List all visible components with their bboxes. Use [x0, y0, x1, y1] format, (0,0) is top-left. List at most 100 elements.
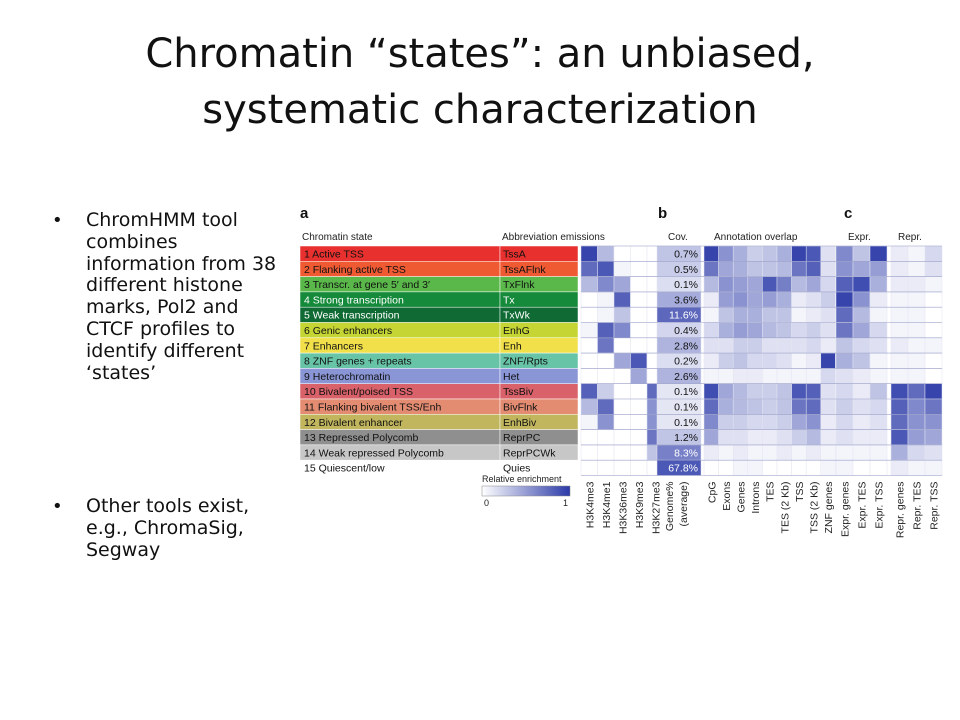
column-label: Introns — [750, 482, 762, 514]
annotation-cell — [703, 444, 719, 461]
emission-cell — [613, 291, 631, 308]
expr-cell — [835, 459, 854, 476]
emission-cell — [597, 352, 615, 369]
expr-cell — [852, 245, 871, 262]
repr-cell — [924, 352, 943, 369]
column-label: Repr. genes — [895, 482, 907, 539]
annotation-cell — [776, 429, 792, 446]
annotation-cell — [747, 291, 763, 308]
expr-cell — [835, 322, 854, 339]
repr-cell — [924, 261, 943, 277]
column-label: Repr. TSS — [929, 482, 941, 530]
emission-cell — [630, 306, 648, 323]
annotation-cell — [776, 245, 792, 262]
annotation-cell — [732, 414, 749, 430]
repr-cell — [890, 459, 909, 476]
state-label: 1 Active TSS — [304, 249, 364, 261]
annotation-cell — [703, 276, 719, 293]
expr-cell — [852, 414, 871, 430]
expr-cell — [869, 245, 888, 262]
state-label: 3 Transcr. at gene 5′ and 3′ — [304, 279, 430, 291]
emission-cell — [597, 337, 615, 354]
annotation-cell — [791, 368, 807, 384]
panel-label: a — [300, 205, 309, 222]
column-label: Genome% — [664, 482, 676, 532]
expr-cell — [835, 261, 854, 277]
repr-cell — [924, 337, 943, 354]
header-expr: Expr. — [848, 232, 871, 243]
repr-cell — [907, 322, 926, 339]
annotation-cell — [776, 276, 792, 293]
expr-cell — [869, 368, 888, 384]
expr-cell — [869, 429, 888, 446]
expr-cell — [869, 352, 888, 369]
coverage-value: 0.2% — [674, 356, 698, 368]
emission-cell — [613, 444, 631, 461]
bullet-item: • Other tools exist, e.g., ChromaSig, Se… — [48, 496, 280, 561]
emission-cell — [580, 352, 598, 369]
annotation-cell — [820, 352, 836, 369]
emission-cell — [580, 291, 598, 308]
repr-cell — [924, 368, 943, 384]
annotation-cell — [747, 306, 763, 323]
annotation-cell — [762, 429, 778, 446]
expr-cell — [869, 459, 888, 476]
annotation-cell — [747, 383, 763, 400]
annotation-cell — [718, 459, 734, 476]
emission-cell — [630, 322, 648, 339]
repr-cell — [924, 291, 943, 308]
annotation-cell — [747, 414, 763, 430]
repr-cell — [907, 398, 926, 415]
column-label: H3K36me3 — [617, 481, 629, 534]
annotation-cell — [820, 306, 836, 323]
expr-cell — [869, 383, 888, 400]
repr-cell — [907, 261, 926, 277]
repr-cell — [890, 368, 909, 384]
annotation-cell — [791, 261, 807, 277]
annotation-cell — [732, 261, 749, 277]
expr-cell — [852, 261, 871, 277]
emission-cell — [630, 245, 648, 262]
annotation-cell — [776, 414, 792, 430]
annotation-cell — [820, 429, 836, 446]
emission-cell — [630, 261, 648, 277]
annotation-cell — [718, 245, 734, 262]
annotation-cell — [791, 291, 807, 308]
annotation-cell — [703, 322, 719, 339]
emission-cell — [630, 459, 648, 476]
annotation-cell — [747, 261, 763, 277]
state-abbr: Tx — [503, 294, 515, 306]
annotation-cell — [791, 459, 807, 476]
state-label: 11 Flanking bivalent TSS/Enh — [304, 402, 442, 414]
annotation-cell — [791, 306, 807, 323]
annotation-cell — [776, 444, 792, 461]
state-abbr: BivFlnk — [503, 402, 538, 414]
bullet-list: • ChromHMM tool combines information fro… — [48, 209, 280, 562]
expr-cell — [852, 383, 871, 400]
annotation-cell — [820, 291, 836, 308]
coverage-value: 0.4% — [674, 325, 698, 337]
annotation-cell — [703, 306, 719, 323]
annotation-cell — [732, 245, 749, 262]
annotation-cell — [805, 368, 822, 384]
repr-cell — [890, 276, 909, 293]
emission-cell — [597, 322, 615, 339]
emission-cell — [597, 444, 615, 461]
annotation-cell — [805, 306, 822, 323]
annotation-cell — [762, 368, 778, 384]
annotation-cell — [805, 245, 822, 262]
annotation-cell — [747, 368, 763, 384]
emission-cell — [580, 429, 598, 446]
repr-cell — [907, 352, 926, 369]
repr-cell — [907, 383, 926, 400]
repr-cell — [907, 276, 926, 293]
state-label: 4 Strong transcription — [304, 294, 404, 306]
emission-cell — [597, 245, 615, 262]
expr-cell — [869, 414, 888, 430]
annotation-cell — [718, 337, 734, 354]
bullet-text: Other tools exist, e.g., ChromaSig, Segw… — [86, 495, 250, 561]
column-label: Exons — [721, 482, 733, 511]
emission-cell — [613, 276, 631, 293]
emission-cell — [613, 352, 631, 369]
header-repr: Repr. — [898, 232, 922, 243]
